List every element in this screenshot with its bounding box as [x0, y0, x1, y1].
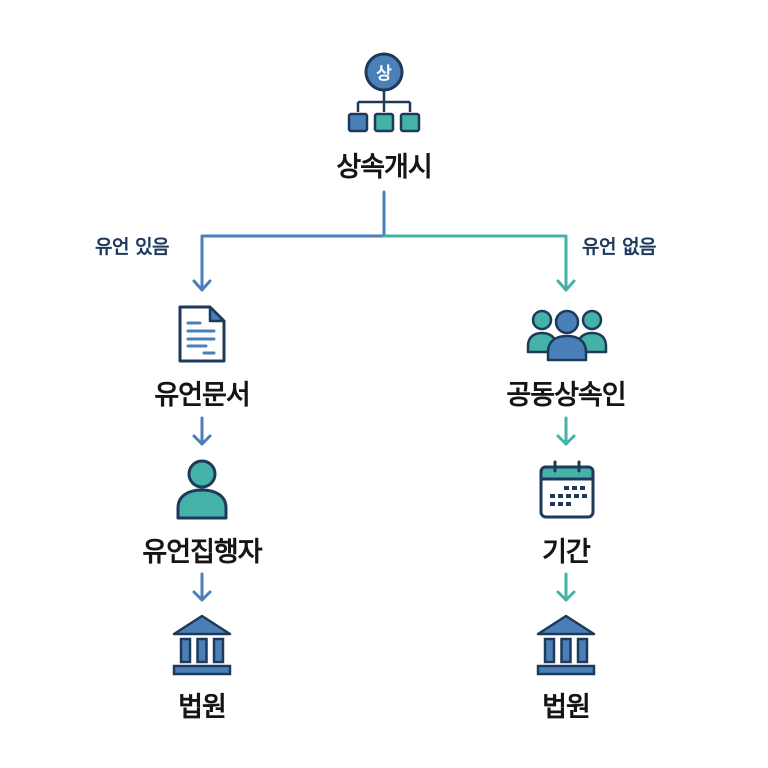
calendar-icon — [539, 460, 595, 519]
group-icon — [526, 309, 608, 362]
left-arrowhead-2 — [192, 590, 212, 602]
left-branch-arrowhead — [192, 279, 212, 292]
left-step-2-label: 유언집행자 — [142, 537, 262, 568]
right-branch-line — [382, 234, 568, 292]
left-step-1-label: 유언문서 — [154, 380, 250, 411]
right-arrowhead-1 — [556, 434, 576, 446]
courthouse-icon — [536, 614, 596, 676]
right-branch-arrowhead — [556, 279, 576, 292]
right-step-2-label: 기간 — [542, 537, 591, 568]
left-arrowhead-1 — [192, 434, 212, 446]
right-branch-label: 유언 없음 — [582, 236, 657, 258]
right-step-3-label: 법원 — [542, 692, 591, 723]
root-label: 상속개시 — [336, 152, 432, 183]
right-step-1-label: 공동상속인 — [506, 380, 626, 411]
left-step-3-label: 법원 — [178, 692, 227, 723]
right-arrowhead-2 — [556, 590, 576, 602]
root-icon-text: 상 — [376, 64, 392, 84]
hierarchy-icon: 상 — [347, 52, 421, 133]
document-icon — [178, 305, 226, 363]
courthouse-icon — [172, 614, 232, 676]
person-icon — [176, 459, 228, 520]
left-branch-label: 유언 있음 — [95, 236, 170, 258]
left-branch-line — [200, 234, 386, 292]
